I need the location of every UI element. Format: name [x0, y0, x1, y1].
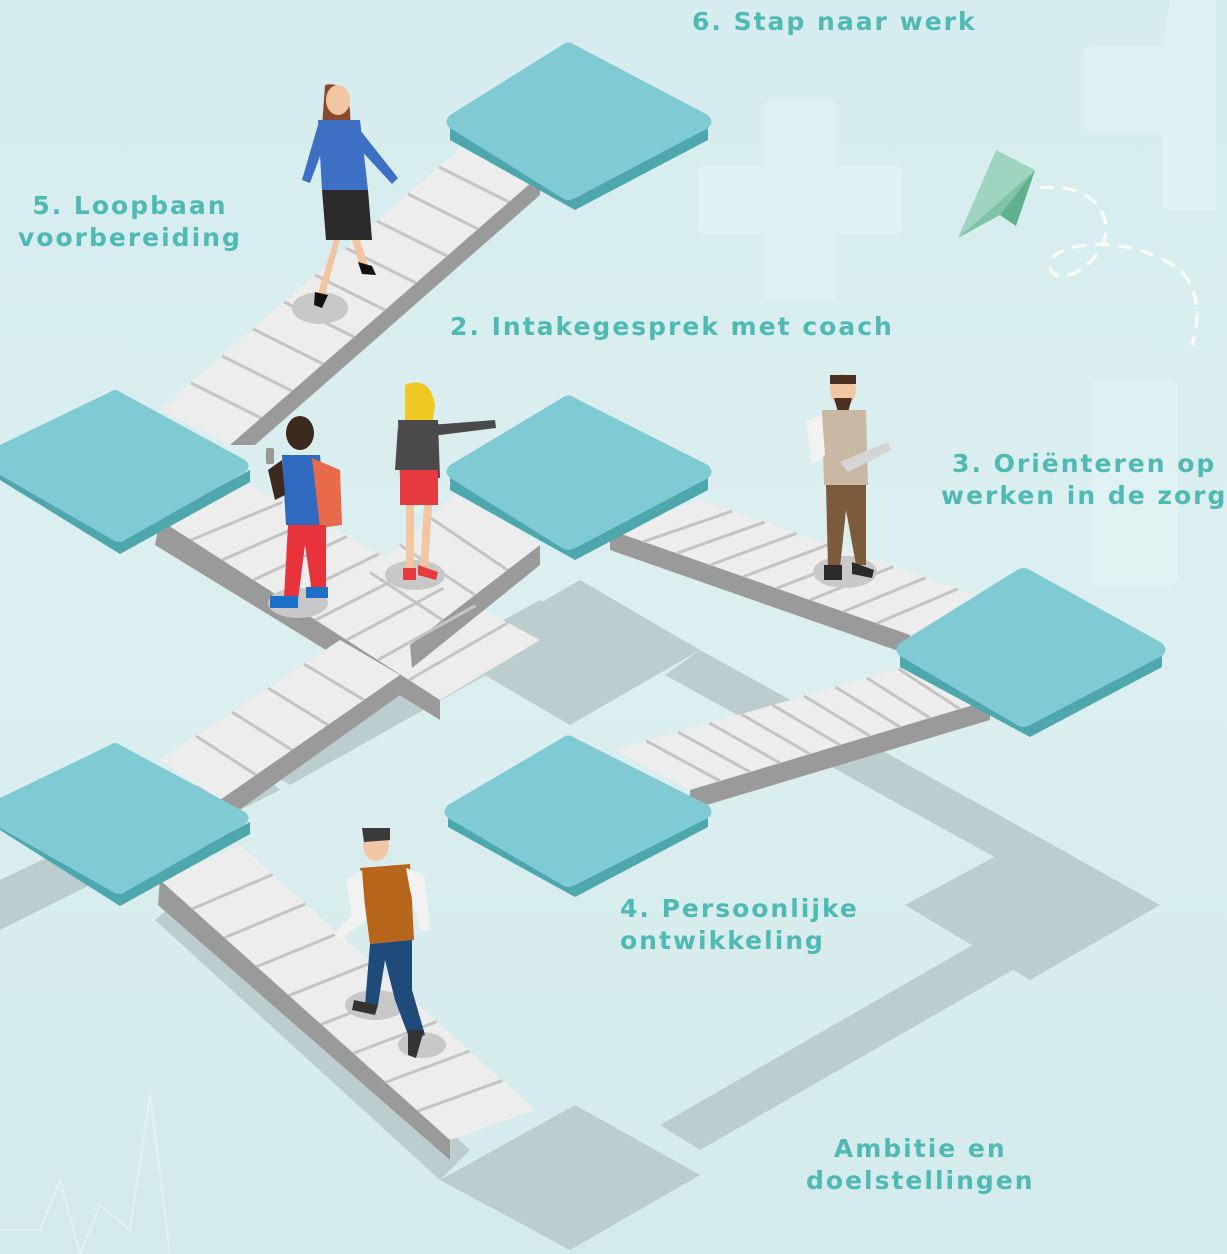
stair-step-line	[842, 576, 927, 614]
stair-step-line	[256, 931, 339, 969]
stair-step-line	[252, 327, 324, 366]
step-6-line-1: 6. Stap naar werk	[692, 7, 977, 36]
step-5-line-2: voorbereiding	[18, 223, 242, 252]
stair-step-line	[709, 531, 798, 567]
platform-left-upper	[0, 390, 250, 554]
step-4-label: 4. Persoonlijke ontwikkeling	[620, 893, 859, 957]
stair-step-line	[803, 694, 871, 738]
stair-3	[610, 500, 990, 635]
pulse-line	[0, 1094, 171, 1254]
cross-shape-1	[698, 100, 902, 300]
stair-step-line	[223, 902, 307, 940]
shadow-right-platform	[905, 835, 1160, 980]
stair-step-line	[677, 730, 751, 774]
step-3-line-2: werken in de zorg	[941, 481, 1227, 510]
person-woman-top	[292, 84, 398, 324]
stair-step-line	[642, 509, 733, 544]
flight-path	[1039, 185, 1199, 346]
cross-shape-3	[1092, 380, 1178, 586]
stair-step-line	[408, 621, 509, 682]
stair-step-line	[288, 961, 372, 997]
stair-step-line	[771, 703, 841, 747]
step-2-line-1: 2. Intakegesprek met coach	[450, 312, 894, 341]
stair-step-line	[740, 712, 811, 756]
step-1-label: Ambitie en doelstellingen	[806, 1133, 1035, 1197]
stair-step-line	[191, 873, 274, 911]
stair-step-line	[417, 1079, 503, 1113]
platform-right	[896, 568, 1166, 737]
person-man-bottom	[334, 828, 446, 1058]
paper-plane-icon	[958, 150, 1199, 346]
step-3-label: 3. Oriënteren op werken in de zorg	[941, 448, 1227, 512]
stair-step-line	[221, 354, 293, 393]
stair-step-line	[377, 604, 477, 662]
stair-step-line	[267, 686, 329, 727]
cross-shape-2	[1084, 0, 1216, 210]
stair-step-line	[376, 219, 448, 258]
stair-step-line	[190, 500, 283, 542]
step-3-line-1: 3. Oriënteren op	[952, 449, 1217, 478]
step-4-line-2: ontwikkeling	[620, 926, 825, 955]
step-2-label: 2. Intakegesprek met coach	[450, 311, 894, 343]
stair-step-line	[345, 587, 445, 642]
stair-step-line	[676, 520, 765, 555]
stair-step-line	[352, 1020, 438, 1055]
stair-step-line	[231, 710, 293, 752]
stair-1	[160, 845, 535, 1140]
step-6-label: 6. Stap naar werk	[692, 6, 977, 38]
stair-step-line	[708, 721, 781, 765]
stair-step-line	[407, 192, 479, 231]
step-5-line-1: 5. Loopbaan	[32, 191, 228, 220]
person-man-red-trousers	[266, 416, 342, 618]
platform-top	[446, 42, 712, 210]
platform-bottom	[444, 735, 712, 897]
stair-step-line	[429, 516, 509, 572]
platforms	[0, 42, 1166, 906]
shadow-top-platform	[450, 580, 700, 725]
step-1-line-2: doelstellingen	[806, 1166, 1035, 1195]
stair-step-line	[742, 543, 830, 579]
step-1-line-1: Ambitie en	[833, 1134, 1007, 1163]
stair-step-line	[876, 587, 959, 625]
step-4-line-1: 4. Persoonlijke	[620, 894, 859, 923]
stair-step-line	[866, 676, 931, 720]
stair-step-line	[303, 662, 365, 702]
stair-4-3	[615, 660, 990, 790]
stair-step-line	[438, 165, 510, 204]
stair-step-line	[195, 734, 257, 777]
stair-step-line	[369, 571, 444, 622]
stair-step-line	[645, 739, 721, 783]
stair-step-line	[385, 1049, 470, 1084]
stair-step-line	[834, 685, 901, 729]
person-man-laptop	[806, 374, 892, 588]
step-5-label: 5. Loopbaan voorbereiding	[18, 190, 242, 254]
shadow-bottom-platform	[440, 1105, 700, 1250]
stair-step-line	[190, 381, 262, 420]
platform-left-lower	[0, 743, 250, 906]
shadow-connector-2	[660, 935, 1030, 1150]
person-woman-blonde	[385, 382, 496, 590]
platform-middle	[446, 395, 712, 560]
stair-lower-cross	[160, 640, 400, 800]
stair-step-line	[897, 667, 961, 711]
